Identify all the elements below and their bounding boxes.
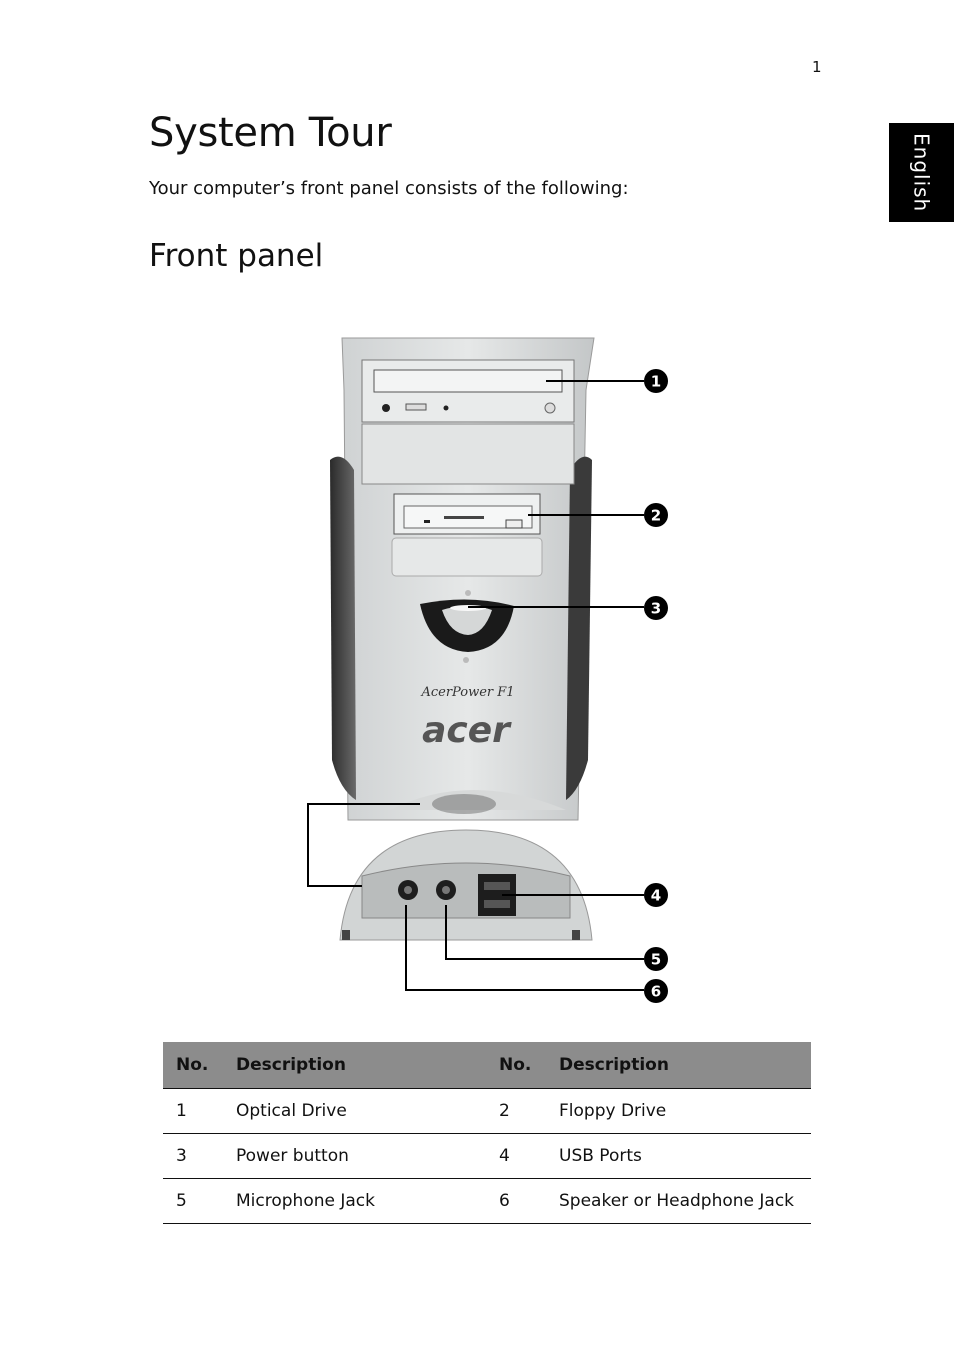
cell-description: Power button [223,1133,486,1179]
brand-logo: acer [422,710,512,751]
svg-text:3: 3 [651,600,661,618]
svg-text:4: 4 [651,887,661,905]
front-panel-figure: AcerPower F1 acer 1 2 [270,330,710,1020]
table-row: 1 Optical Drive 2 Floppy Drive [163,1088,811,1134]
blank-bay [361,423,575,485]
svg-text:6: 6 [651,983,661,1001]
header-description: Description [546,1042,811,1089]
cell-description: Speaker or Headphone Jack [546,1178,811,1224]
callout-5: 5 [644,947,668,971]
svg-text:5: 5 [651,951,661,969]
cell-no: 2 [486,1088,546,1134]
callout-1: 1 [644,369,668,393]
page-title: System Tour [149,110,392,156]
svg-text:1: 1 [651,373,661,391]
case-right-side [566,456,592,800]
header-no: No. [163,1042,223,1089]
page-number: 1 [812,58,822,76]
cell-description: USB Ports [546,1133,811,1179]
case-left-side [330,456,356,800]
table-row: 3 Power button 4 USB Ports [163,1133,811,1179]
cell-no: 5 [163,1178,223,1224]
header-no: No. [486,1042,546,1089]
svg-text:2: 2 [651,507,661,525]
model-label: AcerPower F1 [420,685,514,700]
cell-description: Floppy Drive [546,1088,811,1134]
language-tab-label: English [909,132,934,213]
language-tab: English [889,123,954,222]
cell-no: 6 [486,1178,546,1224]
parts-table: No. Description No. Description 1 Optica… [163,1042,811,1224]
table-row: 5 Microphone Jack 6 Speaker or Headphone… [163,1178,811,1224]
callout-2: 2 [644,503,668,527]
callout-3: 3 [644,596,668,620]
section-title: Front panel [149,238,324,274]
cell-no: 1 [163,1088,223,1134]
table-header-row: No. Description No. Description [163,1042,811,1089]
front-panel-illustration: AcerPower F1 acer 1 2 [307,337,668,1003]
cell-description: Microphone Jack [223,1178,486,1224]
optical-tray [373,369,563,393]
intro-text: Your computer’s front panel consists of … [149,178,629,199]
callout-6: 6 [644,979,668,1003]
cell-description: Optical Drive [223,1088,486,1134]
callout-4: 4 [644,883,668,907]
cell-no: 4 [486,1133,546,1179]
header-description: Description [223,1042,486,1089]
cell-no: 3 [163,1133,223,1179]
